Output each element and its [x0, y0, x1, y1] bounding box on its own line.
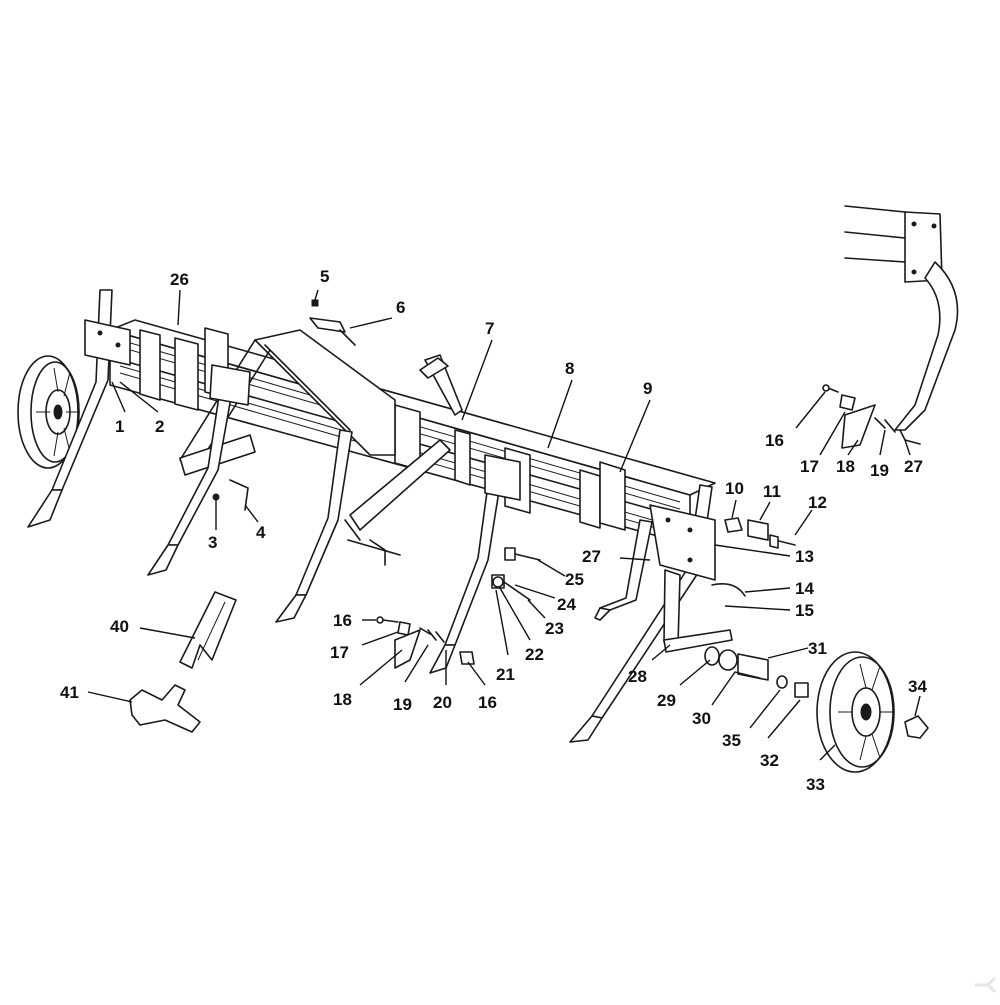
callout-12: 12 [808, 493, 827, 512]
main-frame-beam [109, 319, 716, 546]
callout-6: 6 [396, 298, 405, 317]
callout-9: 9 [643, 379, 652, 398]
callout-18-mid: 18 [333, 690, 352, 709]
callout-27-mid: 27 [582, 547, 601, 566]
right-wheel-assembly [704, 646, 929, 773]
callout-18-right: 18 [836, 457, 855, 476]
callout-14: 14 [795, 579, 814, 598]
callout-5: 5 [320, 267, 329, 286]
callout-3: 3 [208, 533, 217, 552]
callout-41: 41 [60, 683, 79, 702]
callout-23: 23 [545, 619, 564, 638]
callout-26: 26 [170, 270, 189, 289]
callout-24: 24 [557, 595, 576, 614]
callout-17-right: 17 [800, 457, 819, 476]
callout-19-right: 19 [870, 461, 889, 480]
callout-22: 22 [525, 645, 544, 664]
hitch-arm [844, 205, 959, 445]
callout-13: 13 [795, 547, 814, 566]
callout-16-mid: 16 [333, 611, 352, 630]
headstock-a-frame [179, 329, 463, 556]
callout-33: 33 [806, 775, 825, 794]
callout-35: 35 [722, 731, 741, 750]
callout-25: 25 [565, 570, 584, 589]
callout-10: 10 [725, 479, 744, 498]
spare-point-and-share [129, 591, 237, 733]
callout-30: 30 [692, 709, 711, 728]
callout-15: 15 [795, 601, 814, 620]
callout-17-mid: 17 [330, 643, 349, 662]
callout-28: 28 [628, 667, 647, 686]
callout-21: 21 [496, 665, 515, 684]
left-depth-wheel [17, 355, 80, 469]
callout-29: 29 [657, 691, 676, 710]
callout-2: 2 [155, 417, 164, 436]
callout-8: 8 [565, 359, 574, 378]
watermark-logo [975, 976, 997, 994]
callout-34: 34 [908, 677, 927, 696]
callout-32: 32 [760, 751, 779, 770]
beam-clamps [139, 327, 626, 531]
callout-11: 11 [763, 482, 781, 501]
right-wheel-bracket [663, 569, 746, 653]
callout-20: 20 [433, 693, 452, 712]
callout-4: 4 [256, 523, 266, 542]
callout-1: 1 [115, 417, 124, 436]
callout-27-right: 27 [904, 457, 923, 476]
callout-40: 40 [110, 617, 129, 636]
callouts: 1 2 3 4 5 6 7 8 9 10 11 12 13 14 15 16 1… [60, 267, 927, 794]
small-hardware [212, 299, 896, 669]
callout-31: 31 [808, 639, 827, 658]
callout-16-low: 16 [478, 693, 497, 712]
callout-16-right: 16 [765, 431, 784, 450]
callout-7: 7 [485, 319, 494, 338]
callout-19-mid: 19 [393, 695, 412, 714]
